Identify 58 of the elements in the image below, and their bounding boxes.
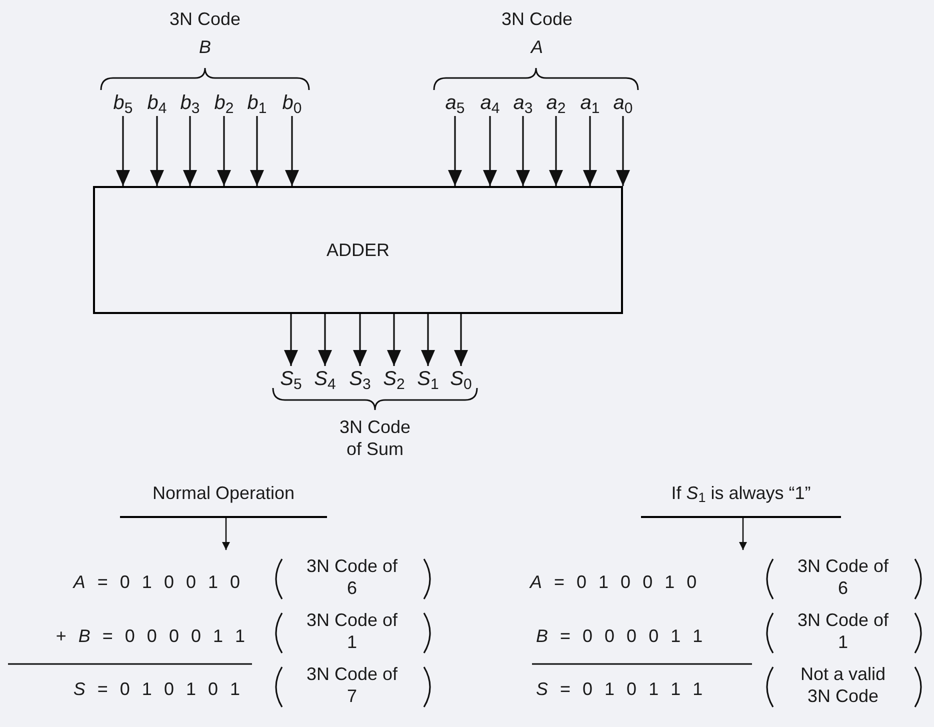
equation: A = 0 1 0 0 1 0 <box>530 571 697 593</box>
arrow <box>421 314 435 366</box>
arrow <box>353 314 367 366</box>
signal-label: S$_{3}$ <box>345 366 375 392</box>
signal-label: S$_{2}$ <box>379 366 409 392</box>
adder-block: ADDER <box>93 186 623 314</box>
code-caption: 3N Code of Sum <box>338 416 412 460</box>
signal-label: a$_{4}$ <box>475 90 505 116</box>
equation: S = 0 1 0 1 0 1 <box>73 678 240 700</box>
arrow <box>284 314 298 366</box>
signal-label: b$_{4}$ <box>142 90 172 116</box>
arrow <box>516 116 530 186</box>
equation: A = 0 1 0 0 1 0 <box>73 571 240 593</box>
signal-label: b$_{2}$ <box>209 90 239 116</box>
arrow <box>739 518 747 550</box>
equation: + B = 0 0 0 0 1 1 <box>56 625 245 647</box>
signal-label: a$_{5}$ <box>440 90 470 116</box>
signal-label: b$_{0}$ <box>277 90 307 116</box>
signal-label: b$_{3}$ <box>175 90 205 116</box>
code-note: 3N Code of 1 <box>306 609 398 653</box>
signal-label: b$_{1}$ <box>242 90 272 116</box>
arrow <box>448 116 462 186</box>
signal-label: a$_{3}$ <box>508 90 538 116</box>
arrow <box>583 116 597 186</box>
arrow <box>183 116 197 186</box>
signal-label: a$_{1}$ <box>575 90 605 116</box>
equation: S = 0 1 0 1 1 1 <box>536 678 703 700</box>
code-caption: B <box>198 36 212 58</box>
signal-label: S$_{4}$ <box>310 366 340 392</box>
arrow <box>616 116 630 186</box>
arrow <box>483 116 497 186</box>
code-note: 3N Code of 7 <box>306 663 398 707</box>
arrow <box>318 314 332 366</box>
code-caption: A <box>529 36 544 58</box>
arrow <box>222 518 230 550</box>
signal-label: S$_{1}$ <box>413 366 443 392</box>
signal-label: a$_{0}$ <box>608 90 638 116</box>
equation: B = 0 0 0 0 1 1 <box>536 625 703 647</box>
code-note: 3N Code of 6 <box>797 555 889 599</box>
arrow <box>116 116 130 186</box>
arrow <box>150 116 164 186</box>
arrow <box>549 116 563 186</box>
section-heading: If S$_{1}$ is always “1” <box>641 480 841 518</box>
code-note: Not a valid 3N Code <box>799 663 887 707</box>
arrow <box>285 116 299 186</box>
code-note: 3N Code of 6 <box>306 555 398 599</box>
section-heading: Normal Operation <box>120 480 327 518</box>
arrow <box>387 314 401 366</box>
arrow <box>250 116 264 186</box>
signal-label: S$_{5}$ <box>276 366 306 392</box>
code-caption: 3N Code <box>500 8 574 30</box>
code-note: 3N Code of 1 <box>797 609 889 653</box>
signal-label: b$_{5}$ <box>108 90 138 116</box>
arrow <box>454 314 468 366</box>
signal-label: a$_{2}$ <box>541 90 571 116</box>
code-caption: 3N Code <box>168 8 242 30</box>
signal-label: S$_{0}$ <box>446 366 476 392</box>
arrow <box>217 116 231 186</box>
